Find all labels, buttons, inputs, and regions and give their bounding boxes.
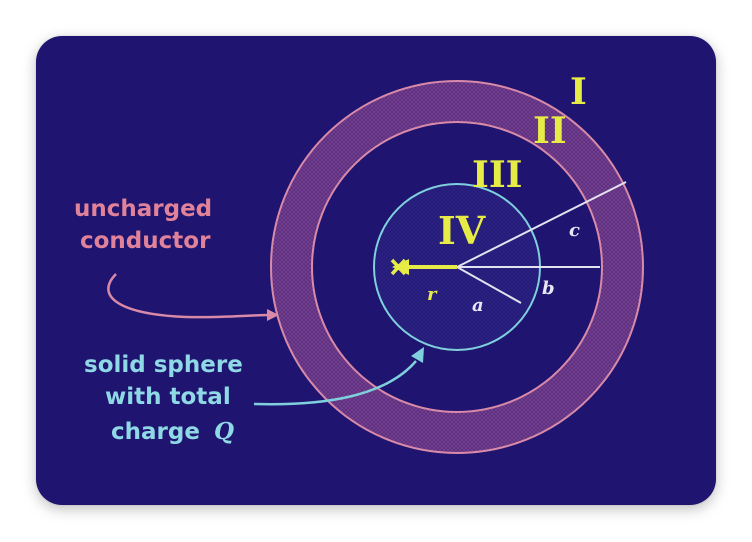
radius-a-label: a <box>472 295 484 316</box>
sphere-label-line1: solid sphere <box>84 352 243 378</box>
radius-b-label: b <box>542 278 555 299</box>
conductor-label-line1: uncharged <box>74 196 212 222</box>
region-III-label: III <box>472 154 523 196</box>
region-II-label: II <box>533 110 567 152</box>
sphere-pointer-arrow <box>253 360 417 406</box>
conductor-pointer-arrow <box>107 273 271 319</box>
outer-shell-edge <box>270 80 644 454</box>
sphere-label-charge-word: charge <box>111 419 200 445</box>
conductor-label-line2: conductor <box>80 228 211 254</box>
radius-line-a <box>456 266 522 304</box>
region-IV-label: IV <box>438 208 487 253</box>
inner-shell-edge <box>311 121 603 413</box>
charge-symbol-Q: Q <box>214 418 234 445</box>
conductor-pointer-arrowhead <box>267 309 279 321</box>
radius-r-label: r <box>427 284 438 305</box>
diagram-card: I II III IV a b c r uncharged conductor … <box>36 36 716 505</box>
sphere-label-line3: charge Q <box>111 418 234 445</box>
sphere-label-line2: with total <box>105 384 231 410</box>
point-marker-x <box>390 258 407 276</box>
radius-line-c <box>456 181 627 268</box>
radius-c-label: c <box>569 220 580 241</box>
concentric-spheres-diagram: I II III IV a b c r uncharged conductor … <box>74 71 644 454</box>
region-I-label: I <box>570 71 587 113</box>
sphere-pointer-arrowhead <box>411 347 424 363</box>
